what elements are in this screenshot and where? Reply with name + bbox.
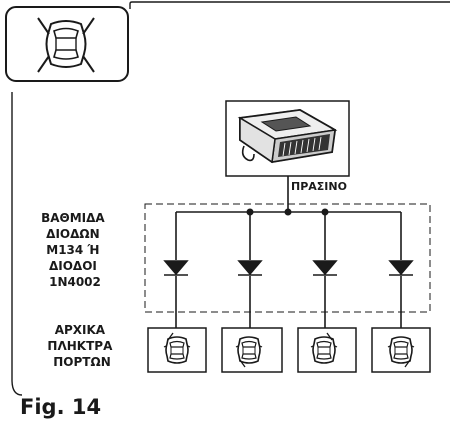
diode-symbol-icon bbox=[163, 260, 189, 276]
wiring bbox=[175, 176, 402, 328]
diode-symbol-icon bbox=[388, 260, 414, 276]
car-door-switch-icon bbox=[147, 327, 207, 373]
diode-symbol-icon bbox=[237, 260, 263, 276]
diode-block-label: ΒΑΘΜΙΔΑ ΔΙΟΔΩΝ M134 Ή ΔΙΟΔΟΙ 1N4002 bbox=[41, 211, 109, 289]
wire-color-label: ΠΡΑΣΙΝΟ bbox=[291, 180, 347, 193]
car-with-open-doors-icon bbox=[5, 6, 129, 82]
car-door-switch-icon bbox=[221, 327, 283, 373]
figure-caption: Fig. 14 bbox=[20, 395, 101, 419]
car-door-switch-icon bbox=[297, 327, 357, 373]
door-buttons-label: ΑΡΧΙΚΑ ΠΛΗΚΤΡΑ ΠΟΡΤΩΝ bbox=[47, 323, 116, 369]
page-frame bbox=[11, 1, 450, 396]
diode-block-outline bbox=[144, 203, 431, 313]
junction-dots bbox=[246, 208, 329, 216]
car-door-switch-icon bbox=[371, 327, 431, 373]
diode-symbol-icon bbox=[312, 260, 338, 276]
control-module-icon bbox=[225, 100, 350, 177]
